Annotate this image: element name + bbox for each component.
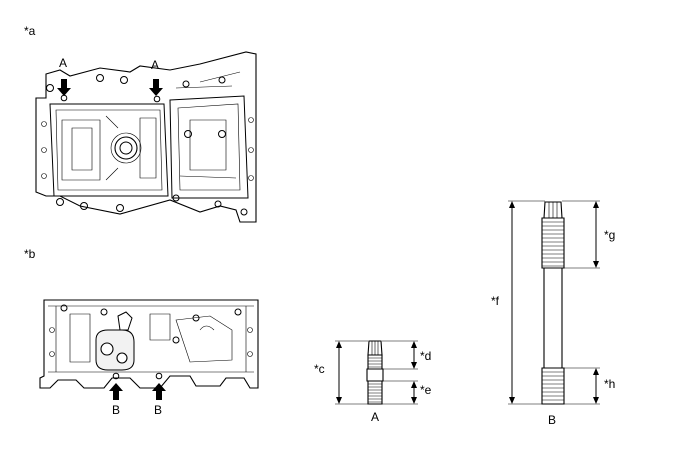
bolt-b-left-label: B bbox=[112, 403, 120, 417]
arrow-b-right bbox=[152, 383, 166, 400]
dim-d-label: *d bbox=[420, 349, 431, 363]
bolt-b-right-label: B bbox=[154, 403, 162, 417]
dim-e-label: *e bbox=[420, 383, 432, 397]
arrow-b-left bbox=[109, 383, 123, 400]
dimension-h bbox=[564, 367, 600, 404]
dimension-f bbox=[508, 200, 600, 405]
dimension-g bbox=[562, 200, 600, 269]
dim-c-label: *c bbox=[314, 362, 325, 376]
engine-block-top-view bbox=[35, 51, 257, 223]
bolt-a-right-label: A bbox=[151, 58, 159, 72]
bolt-a-left-label: A bbox=[59, 56, 67, 70]
stud-bolt-b bbox=[541, 201, 565, 405]
stud-b-caption: B bbox=[548, 413, 556, 427]
dim-f-label: *f bbox=[491, 294, 500, 308]
view-b-label: *b bbox=[24, 247, 36, 261]
engine-block-side-view bbox=[39, 299, 259, 389]
stud-bolt-a bbox=[366, 340, 384, 405]
arrow-a-right bbox=[149, 79, 163, 96]
stud-a-caption: A bbox=[371, 410, 379, 424]
dimension-c bbox=[335, 340, 418, 405]
dim-h-label: *h bbox=[604, 377, 615, 391]
dimension-d bbox=[382, 340, 418, 370]
dimension-e bbox=[383, 380, 418, 404]
arrow-a-left bbox=[57, 79, 71, 96]
dim-g-label: *g bbox=[604, 228, 615, 242]
view-a-label: *a bbox=[24, 24, 36, 38]
